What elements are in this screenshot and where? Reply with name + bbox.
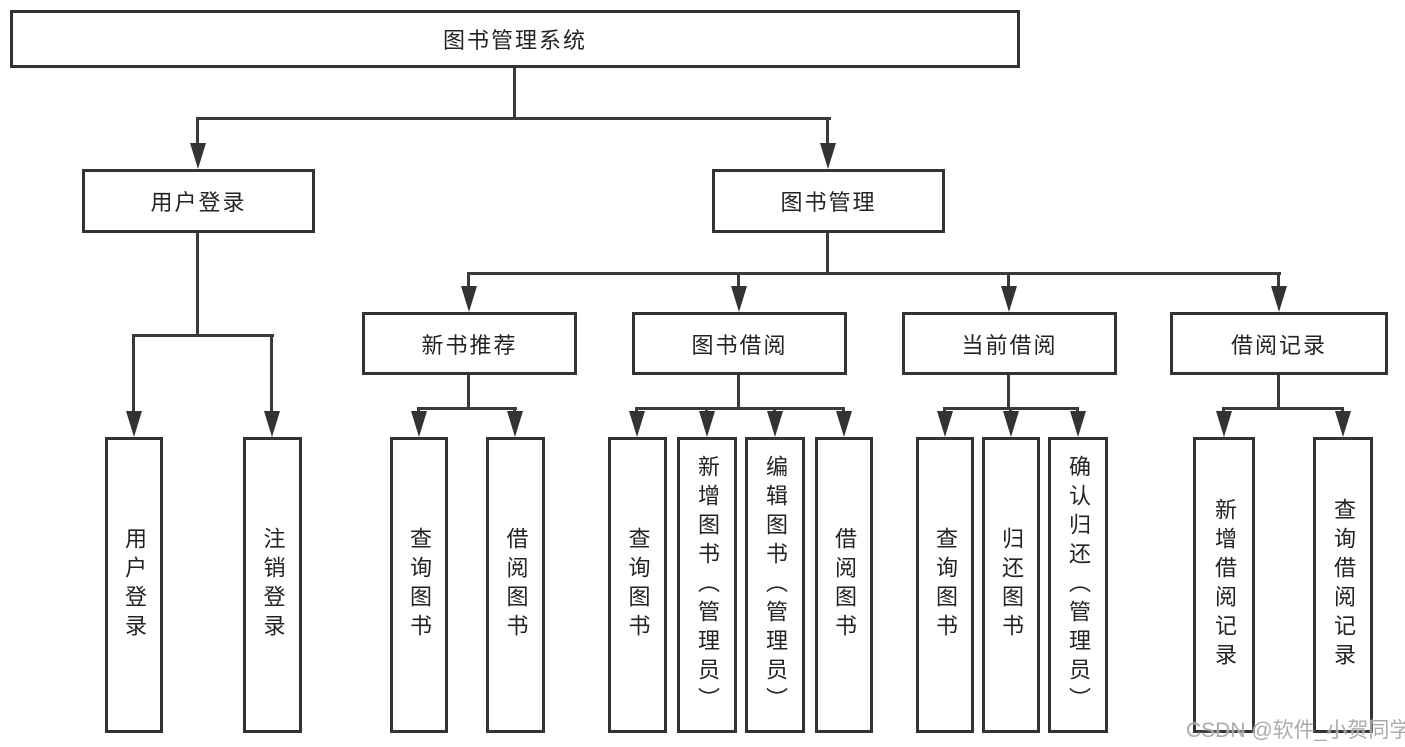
arrowhead-down-icon (1335, 411, 1351, 437)
connector-line (132, 334, 135, 416)
node-book-management: 图书管理 (712, 169, 945, 233)
connector-line (636, 407, 845, 410)
connector-line (467, 373, 470, 410)
node-user-login: 用户登录 (82, 169, 315, 233)
arrowhead-down-icon (1216, 411, 1232, 437)
arrowhead-down-icon (126, 411, 142, 437)
arrowhead-down-icon (1003, 411, 1019, 437)
leaf-query-books-borrow: 查询图书 (608, 437, 667, 733)
leaf-borrow-books-recommend: 借阅图书 (486, 437, 545, 733)
leaf-query-books-current: 查询图书 (916, 437, 974, 733)
connector-line (1277, 272, 1280, 290)
connector-line (467, 272, 470, 290)
connector-line (737, 373, 740, 410)
leaf-logout: 注销登录 (243, 437, 302, 733)
leaf-return-books: 归还图书 (982, 437, 1040, 733)
arrowhead-down-icon (1001, 286, 1017, 312)
leaf-edit-books-admin: 编辑图书（管理员） (745, 437, 805, 733)
connector-line (196, 117, 199, 149)
connector-line (133, 334, 274, 337)
connector-line (1007, 272, 1010, 290)
leaf-confirm-return-admin: 确认归还（管理员） (1048, 437, 1108, 733)
csdn-watermark: CSDN @软件_小贺同学 (1186, 719, 1405, 742)
arrowhead-down-icon (411, 411, 427, 437)
connector-line (737, 272, 740, 290)
leaf-add-borrow-record: 新增借阅记录 (1193, 437, 1255, 733)
leaf-query-borrow-record: 查询借阅记录 (1313, 437, 1373, 733)
node-new-book-recommend: 新书推荐 (362, 312, 577, 375)
connector-line (468, 272, 1281, 275)
connector-line (1007, 373, 1010, 410)
leaf-add-books-admin: 新增图书（管理员） (677, 437, 737, 733)
node-current-borrow: 当前借阅 (902, 312, 1117, 375)
arrowhead-down-icon (461, 286, 477, 312)
connector-line (1277, 373, 1280, 410)
connector-line (196, 231, 199, 336)
arrowhead-down-icon (507, 411, 523, 437)
arrowhead-down-icon (190, 143, 206, 169)
connector-line (418, 407, 517, 410)
connector-line (270, 334, 273, 416)
arrowhead-down-icon (629, 411, 645, 437)
arrowhead-down-icon (767, 411, 783, 437)
node-book-borrow: 图书借阅 (632, 312, 847, 375)
arrowhead-down-icon (1070, 411, 1086, 437)
leaf-query-books-recommend: 查询图书 (390, 437, 448, 733)
arrowhead-down-icon (937, 411, 953, 437)
node-root-system: 图书管理系统 (10, 10, 1020, 68)
connector-line (513, 66, 516, 120)
connector-line (826, 117, 829, 149)
leaf-user-login: 用户登录 (105, 437, 163, 733)
connector-line (826, 231, 829, 275)
leaf-borrow-books: 借阅图书 (815, 437, 873, 733)
arrowhead-down-icon (1271, 286, 1287, 312)
arrowhead-down-icon (264, 411, 280, 437)
arrowhead-down-icon (820, 143, 836, 169)
node-borrow-records: 借阅记录 (1170, 312, 1388, 375)
arrowhead-down-icon (731, 286, 747, 312)
arrowhead-down-icon (699, 411, 715, 437)
connector-line (197, 117, 831, 120)
arrowhead-down-icon (836, 411, 852, 437)
connector-line (1223, 407, 1344, 410)
